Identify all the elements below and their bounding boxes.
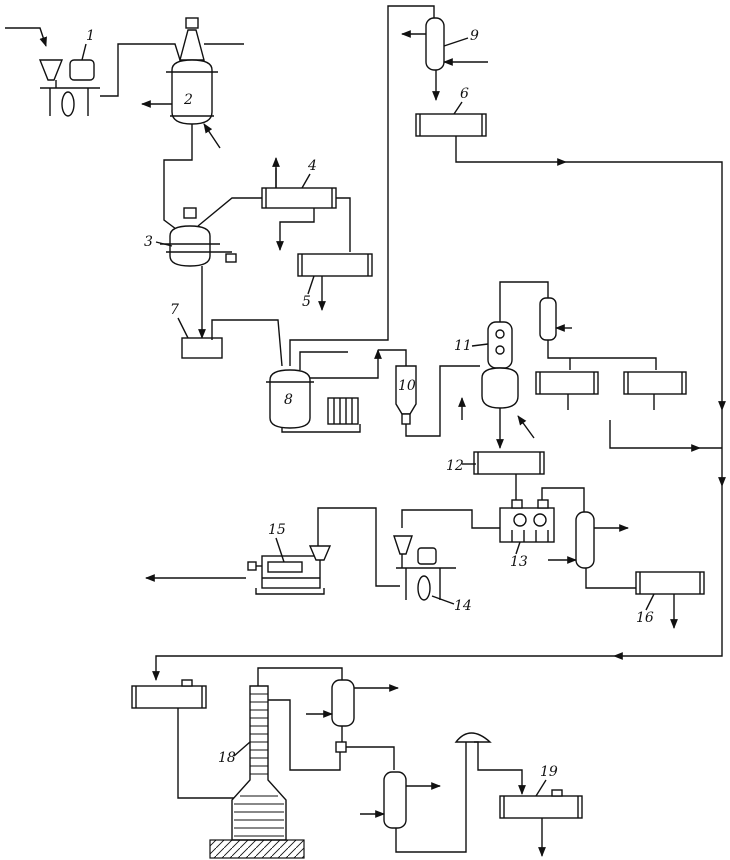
label-8: 8 (284, 392, 293, 408)
label-5: 5 (302, 294, 311, 310)
equipment-10-hopper (395, 365, 417, 425)
equipment-11-condenser (539, 297, 557, 341)
equipment-2-reactor (166, 17, 218, 125)
equipment-hood (454, 732, 492, 743)
label-13: 13 (510, 554, 528, 570)
label-4: 4 (307, 158, 317, 174)
equipment-13-apparatus (499, 499, 555, 543)
label-19: 19 (540, 764, 558, 780)
equipment-6-heat-exchanger (415, 113, 487, 137)
label-15: 15 (268, 522, 286, 538)
equipment-bottom-heat-exchanger (131, 679, 207, 709)
label-16: 16 (636, 610, 654, 626)
equipment-5-heat-exchanger (297, 253, 373, 277)
equipment-14-feeder (393, 535, 456, 601)
label-2: 2 (183, 92, 193, 108)
equipment-3-reactor (160, 207, 237, 267)
equipment-8-vessel (266, 369, 361, 433)
equipment-11-receiver-b (623, 371, 687, 395)
equipment-4-heat-exchanger (261, 187, 337, 209)
equipment-15-dryer (247, 545, 332, 595)
label-6: 6 (460, 86, 469, 102)
equipment-18-column (209, 685, 305, 859)
label-12: 12 (446, 458, 464, 474)
label-1: 1 (86, 28, 95, 44)
equipment-1-feeder (38, 59, 100, 117)
label-3: 3 (144, 234, 153, 250)
equipment-16-column (575, 511, 595, 569)
equipment-7-tank (181, 337, 223, 359)
equipment-18-condenser (331, 679, 355, 753)
equipment-labels: 1 2 3 4 5 6 7 8 9 10 11 12 13 14 15 16 1… (81, 28, 655, 797)
label-10: 10 (398, 378, 416, 394)
label-7: 7 (170, 302, 179, 318)
equipment-16-heat-exchanger (635, 571, 705, 595)
equipment-9-column (425, 17, 445, 71)
equipment-11-still (481, 321, 519, 409)
label-11: 11 (454, 338, 472, 354)
equipment-19-heat-exchanger (499, 789, 583, 819)
label-18: 18 (218, 750, 236, 766)
equipment-12-heat-exchanger (473, 451, 545, 475)
label-9: 9 (470, 28, 479, 44)
equipment-18-cooler (383, 771, 407, 829)
label-14: 14 (454, 598, 472, 614)
equipment-11-receiver-a (535, 371, 599, 395)
